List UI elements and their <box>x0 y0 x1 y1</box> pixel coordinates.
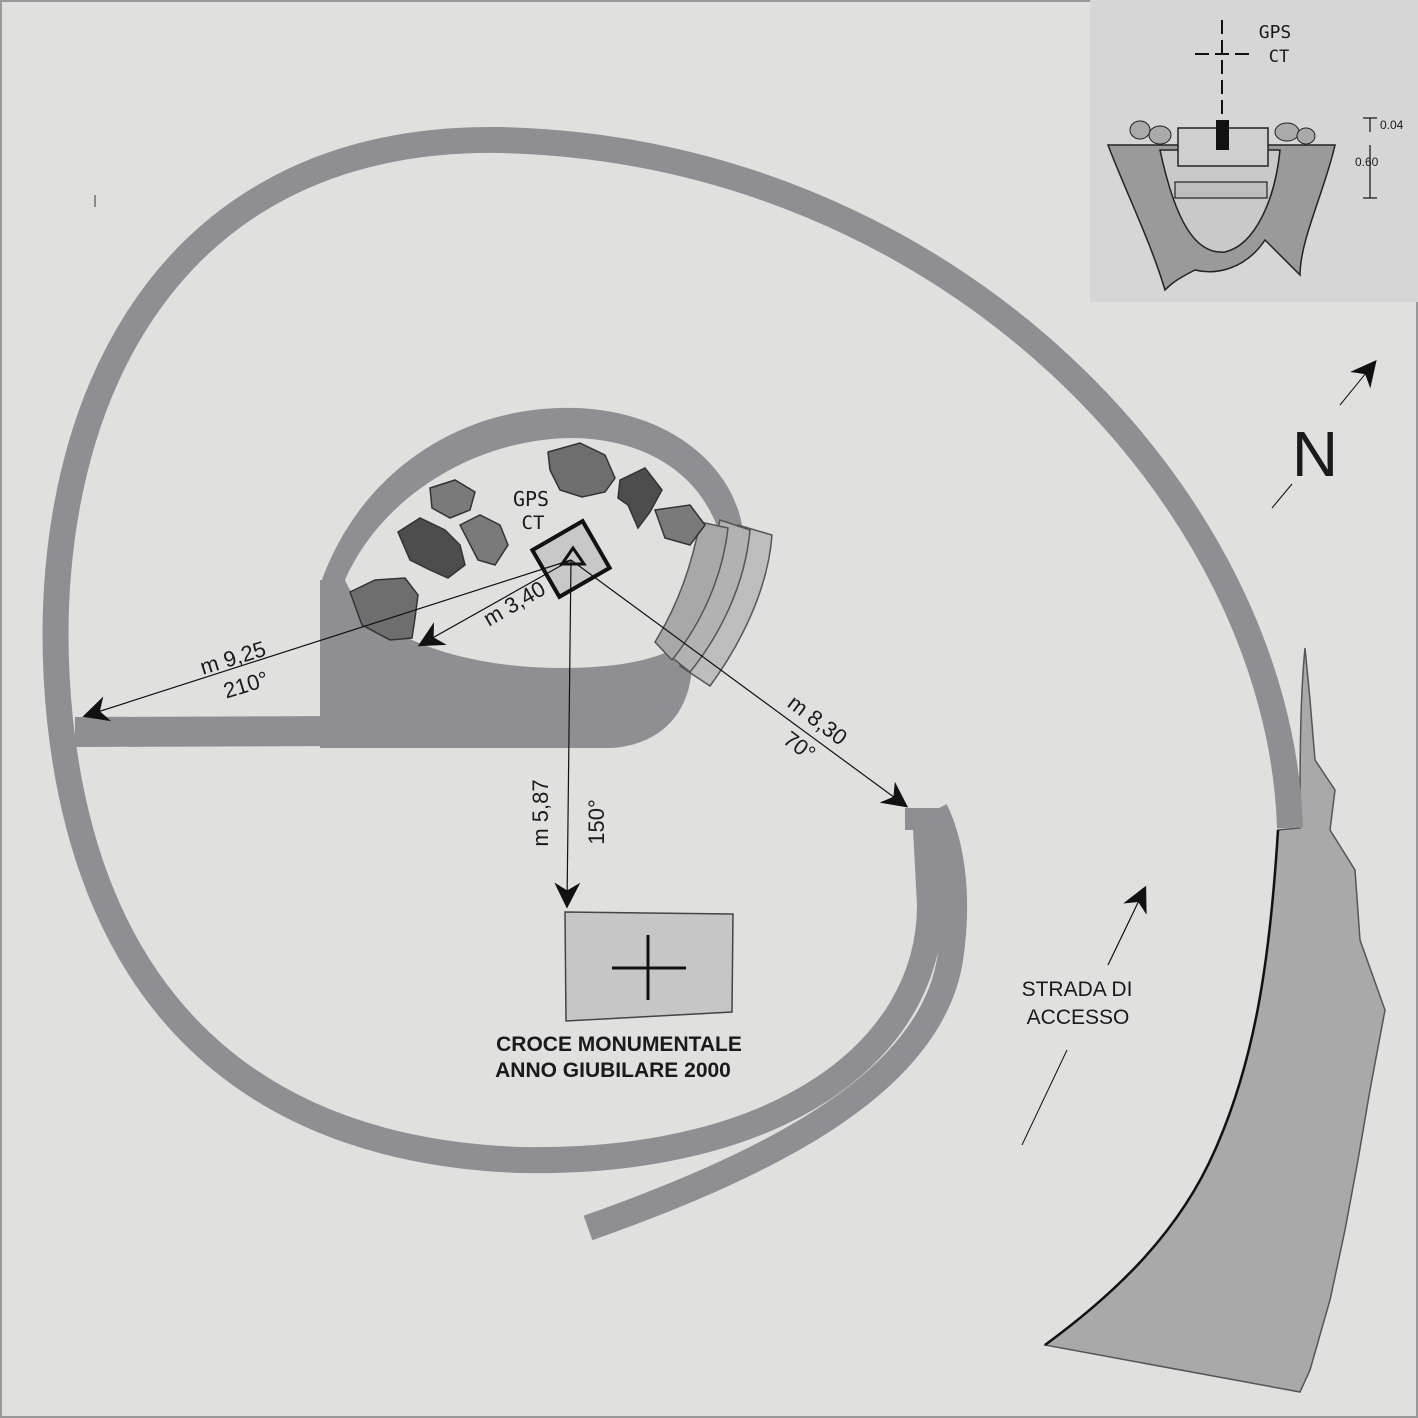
gps-label: GPS <box>513 487 549 511</box>
inset-dim-top: 0.04 <box>1380 118 1404 132</box>
slope-edge <box>1044 829 1280 1347</box>
line-southwest <box>417 559 572 647</box>
monument-title: CROCE MONUMENTALE <box>496 1033 742 1056</box>
stone-benches <box>654 519 773 688</box>
north-label: N <box>1292 418 1338 490</box>
ct-label: CT <box>522 512 545 534</box>
southwest-distance: m 3,40 <box>479 576 550 631</box>
spiral-path <box>42 126 1303 1174</box>
inset-cross-section: GPS CT 0.04 0.60 <box>1090 0 1418 302</box>
road-direction-arrowhead <box>1107 885 1147 966</box>
north-arrow: N <box>1271 359 1377 509</box>
road-label-line1: STRADA DI <box>1022 978 1133 1001</box>
south-bearing: 150° <box>584 799 609 845</box>
rocks <box>349 442 706 641</box>
south-distance: m 5,87 <box>528 779 553 846</box>
path-end <box>905 808 945 830</box>
line-south <box>554 559 581 909</box>
inset-ct-label: CT <box>1269 47 1289 67</box>
gps-marker: GPS CT <box>513 487 613 600</box>
road-direction-arrow <box>1021 1049 1068 1146</box>
inner-platform <box>320 580 692 748</box>
inset-gps-label: GPS <box>1259 22 1292 43</box>
line-west <box>82 559 572 722</box>
monumental-cross <box>564 911 734 1022</box>
inner-loop <box>320 407 742 585</box>
inset-dim-depth: 0.60 <box>1355 155 1379 169</box>
monument-subtitle: ANNO GIUBILARE 2000 <box>495 1059 731 1082</box>
road-label-line2: ACCESSO <box>1027 1006 1130 1029</box>
line-southeast <box>570 559 909 808</box>
spiral-path-outer-loop <box>583 804 968 1241</box>
